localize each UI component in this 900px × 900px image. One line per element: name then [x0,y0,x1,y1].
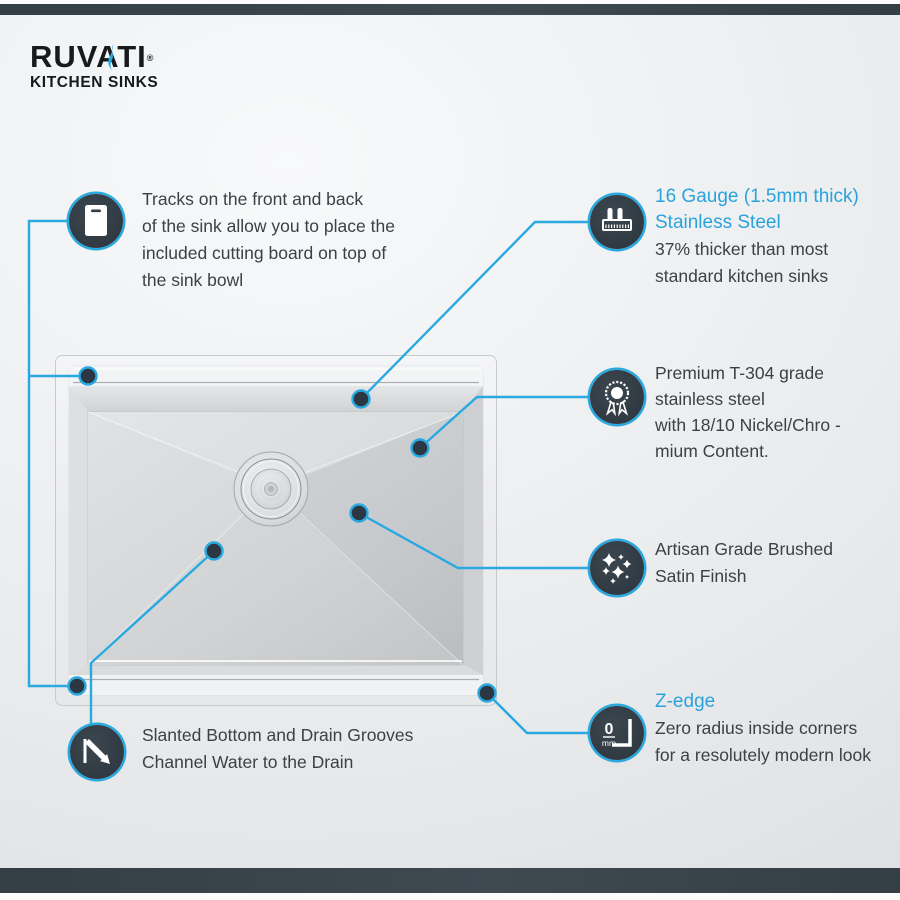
logo-flame-icon [108,44,114,70]
callout-text-line: included cutting board on top of [142,243,387,263]
sink-bottom-track [69,675,483,695]
callout-text-line: Tracks on the front and back [142,189,364,209]
sink-drain [233,451,309,527]
cutting-board-icon [69,194,123,248]
callout-text-line: the sink bowl [142,270,244,290]
callout-text-line: Zero radius inside corners [655,718,858,738]
brand-subtitle: KITCHEN SINKS [30,74,159,91]
sink-wall-bottom [69,665,483,675]
sink-illustration [55,355,497,706]
callout-text-line: mium Content. [655,441,769,461]
slanted-drain-arrow-icon [70,725,124,779]
callout-text-line: for a resolutely modern look [655,745,871,765]
callout-text-line: Slanted Bottom and Drain Grooves [142,725,414,745]
top-white-strip [0,0,900,4]
callout-cutting-board: Tracks on the front and back of the sink… [142,186,395,294]
award-medal-icon [590,370,644,424]
brand-name: RUVATI® [30,39,158,74]
sparkles-icon [590,541,644,595]
callout-text-line: Satin Finish [655,566,747,586]
bottom-white-strip [0,893,900,900]
svg-text:mm: mm [602,738,616,748]
callout-text-line: with 18/10 Nickel/Chro - [655,415,841,435]
callout-heading-line: Z-edge [655,691,716,712]
callout-text-line: Channel Water to the Drain [142,752,354,772]
zero-mm-corner-icon: 0 mm [590,706,644,760]
brand-text: RUVATI [30,39,147,74]
sink-wall-right [463,386,483,675]
callout-z-edge: Z-edge Zero radius inside corners for a … [655,689,871,769]
svg-text:0: 0 [605,721,614,738]
callout-text-line: Artisan Grade Brushed [655,539,834,559]
sink-wall-left [69,386,88,675]
callout-premium: Premium T-304 grade stainless steel with… [655,360,841,464]
top-dark-bar [0,4,900,15]
callout-text-line: standard kitchen sinks [655,266,829,286]
registered-mark: ® [146,53,154,63]
callout-text-line: stainless steel [655,389,765,409]
bottom-dark-bar [0,868,900,893]
callout-heading-line: Stainless Steel [655,212,781,233]
sink-wall-top [69,386,483,412]
ruvati-logo: RUVATI® KITCHEN SINKS [30,39,159,92]
callout-text-line: Premium T-304 grade [655,363,824,383]
callout-artisan: Artisan Grade Brushed Satin Finish [655,536,833,590]
callout-text-line: 37% thicker than most [655,239,829,259]
callout-text-line: of the sink allow you to place the [142,216,395,236]
callout-heading-line: 16 Gauge (1.5mm thick) [655,186,859,207]
callout-gauge: 16 Gauge (1.5mm thick) Stainless Steel 3… [655,184,859,290]
leader-z-edge [486,692,588,735]
thickness-gauge-ruler-icon [590,195,644,249]
callout-slanted-bottom: Slanted Bottom and Drain Grooves Channel… [142,722,413,776]
